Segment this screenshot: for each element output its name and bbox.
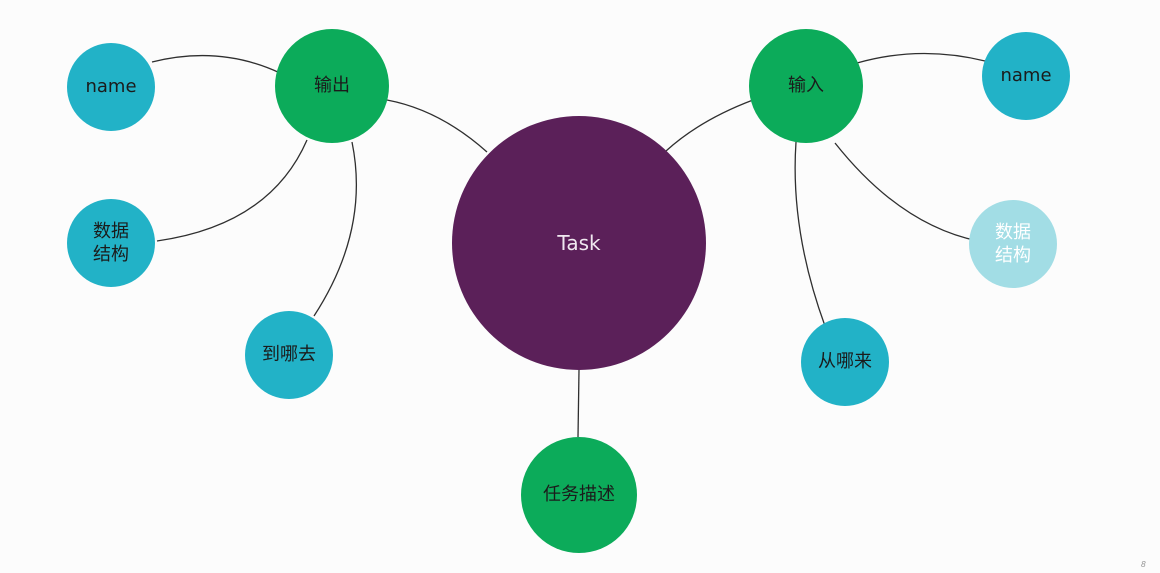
task-node: Task xyxy=(452,116,706,370)
output-structure-label: 数据结构 xyxy=(93,220,129,265)
input-structure-label: 数据结构 xyxy=(995,221,1031,266)
input-wherefrom-label: 从哪来 xyxy=(818,351,872,373)
output-whereto-label: 到哪去 xyxy=(262,344,316,366)
input-name-node: name xyxy=(982,32,1070,120)
link-output-name xyxy=(151,54,281,74)
description-label: 任务描述 xyxy=(543,484,615,506)
link-input-name xyxy=(856,52,986,64)
input-node: 输入 xyxy=(749,29,863,143)
output-structure-node: 数据结构 xyxy=(67,199,155,287)
task-label: Task xyxy=(557,231,601,255)
output-label: 输出 xyxy=(314,75,350,97)
output-whereto-node: 到哪去 xyxy=(245,311,333,399)
input-name-label: name xyxy=(1000,65,1052,87)
link-task-description xyxy=(577,369,580,438)
output-name-label: name xyxy=(85,76,137,98)
link-task-output xyxy=(386,99,488,153)
link-input-structure xyxy=(834,142,979,242)
output-name-node: name xyxy=(67,43,155,131)
input-wherefrom-node: 从哪来 xyxy=(801,318,889,406)
slide-number: 8 xyxy=(1140,560,1146,569)
link-output-structure xyxy=(156,139,308,242)
link-output-whereto xyxy=(313,141,357,317)
input-structure-node: 数据结构 xyxy=(969,200,1057,288)
output-node: 输出 xyxy=(275,29,389,143)
input-label: 输入 xyxy=(788,75,824,97)
description-node: 任务描述 xyxy=(521,437,637,553)
link-task-input xyxy=(665,99,754,152)
link-input-wherefrom xyxy=(794,141,826,327)
